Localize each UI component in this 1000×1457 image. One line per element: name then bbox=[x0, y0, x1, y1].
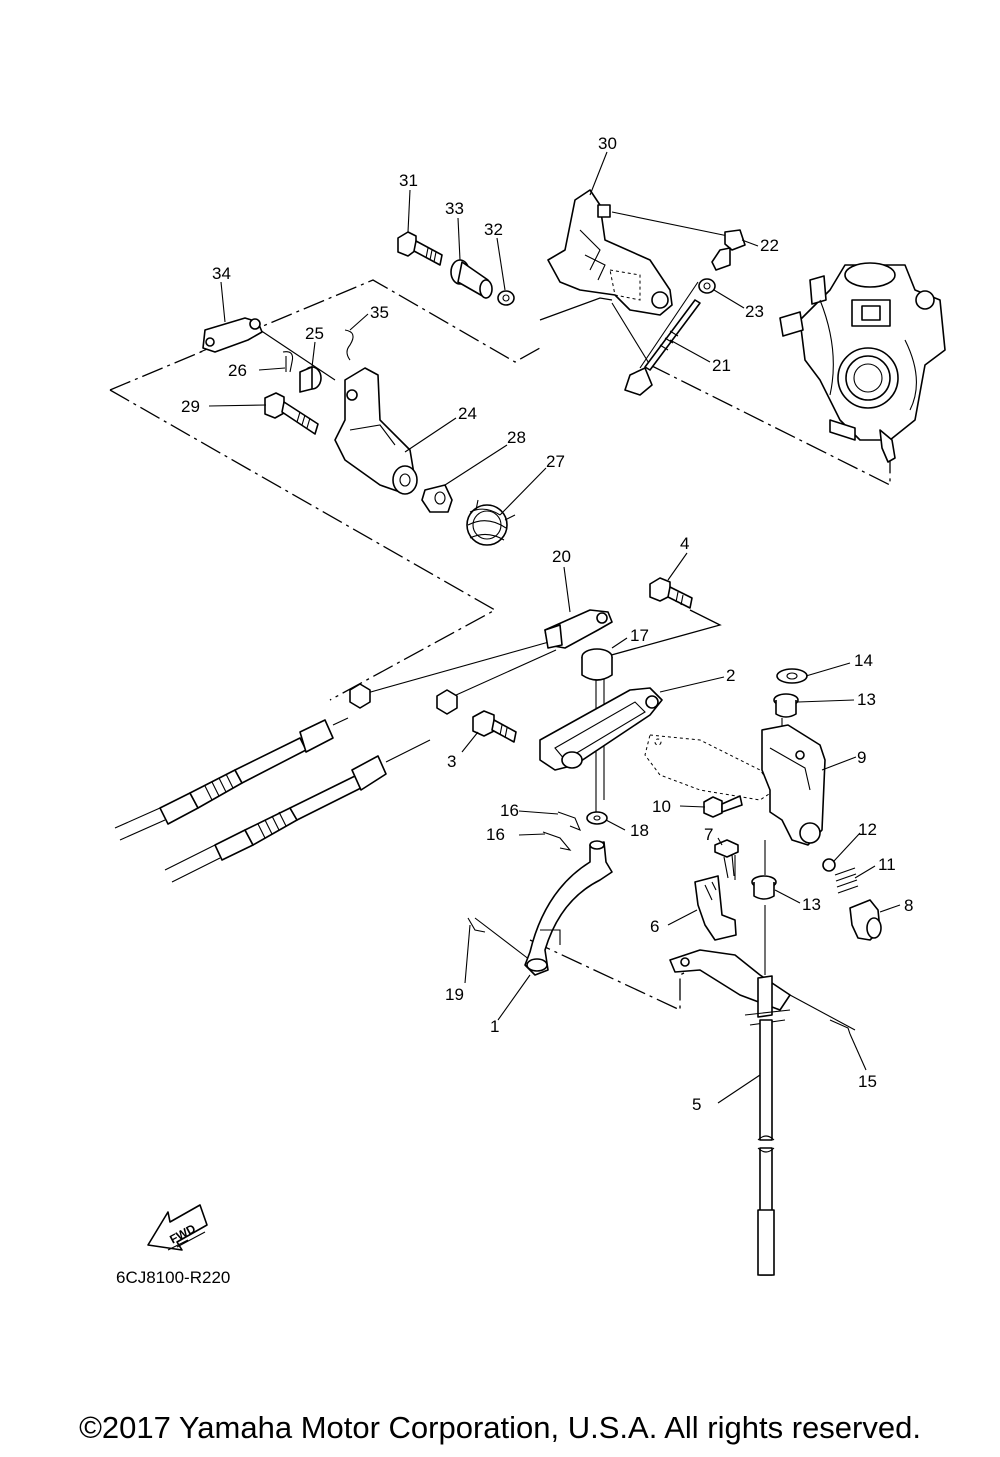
callout-14: 14 bbox=[854, 651, 873, 670]
cable-nut-upper-drawing bbox=[349, 683, 371, 709]
callout-24: 24 bbox=[458, 404, 477, 423]
joint-20-drawing bbox=[544, 609, 613, 649]
bolt-31-drawing bbox=[397, 231, 443, 266]
callout-22: 22 bbox=[760, 236, 779, 255]
collar-33-drawing bbox=[450, 259, 493, 299]
callout-7: 7 bbox=[704, 825, 713, 844]
callout-8: 8 bbox=[904, 896, 913, 915]
bolt-4-drawing bbox=[649, 577, 693, 609]
bushing-13-upper-drawing bbox=[773, 693, 799, 718]
callout-20: 20 bbox=[552, 547, 571, 566]
callout-11: 11 bbox=[878, 855, 896, 874]
callout-4: 4 bbox=[680, 534, 689, 553]
rod-21-drawing bbox=[624, 299, 701, 396]
callout-17: 17 bbox=[630, 626, 649, 645]
nut-23-drawing bbox=[698, 278, 716, 294]
clip-19-drawing bbox=[467, 917, 486, 933]
collar-28-drawing bbox=[421, 484, 453, 513]
washer-32-drawing bbox=[497, 290, 515, 306]
cable-nut-lower-drawing bbox=[436, 689, 458, 715]
pin-15-drawing bbox=[829, 1019, 851, 1035]
joint-34-drawing bbox=[202, 317, 263, 353]
arm-1-drawing bbox=[524, 840, 613, 976]
spring-27-drawing bbox=[466, 499, 516, 546]
pin-26-drawing bbox=[282, 351, 294, 373]
callout-12: 12 bbox=[858, 820, 877, 839]
part-drawings bbox=[114, 189, 946, 1276]
callout-2: 2 bbox=[726, 666, 735, 685]
callout-16-lower: 16 bbox=[486, 825, 505, 844]
washer-18-drawing bbox=[586, 811, 608, 825]
callout-23: 23 bbox=[745, 302, 764, 321]
fwd-arrow: FWD bbox=[147, 1204, 208, 1251]
callouts: 30 31 33 32 22 34 23 35 25 21 26 29 24 2… bbox=[181, 134, 913, 1114]
callout-15: 15 bbox=[858, 1072, 877, 1091]
spring-11-drawing bbox=[834, 867, 859, 894]
bracket-30-drawing bbox=[547, 189, 673, 316]
collar-25-drawing bbox=[299, 366, 322, 393]
copyright-notice: ©2017 Yamaha Motor Corporation, U.S.A. A… bbox=[79, 1410, 921, 1445]
lever-24-drawing bbox=[334, 367, 418, 495]
clip-16a-drawing bbox=[557, 811, 582, 831]
plate-drawing bbox=[644, 734, 776, 801]
callout-21: 21 bbox=[712, 356, 731, 375]
washer-14-drawing bbox=[776, 668, 808, 684]
callout-25: 25 bbox=[305, 324, 324, 343]
callout-6: 6 bbox=[650, 917, 659, 936]
callout-27: 27 bbox=[546, 452, 565, 471]
callout-13-upper: 13 bbox=[857, 690, 876, 709]
callout-33: 33 bbox=[445, 199, 464, 218]
diagram-code: 6CJ8100-R220 bbox=[116, 1268, 230, 1287]
callout-19: 19 bbox=[445, 985, 464, 1004]
clip-16b-drawing bbox=[542, 831, 572, 851]
ball-12-drawing bbox=[822, 858, 836, 872]
throttle-body-drawing bbox=[779, 262, 946, 463]
callout-32: 32 bbox=[484, 220, 503, 239]
callout-16-upper: 16 bbox=[500, 801, 519, 820]
plug-8-drawing bbox=[849, 899, 882, 941]
cables-drawing bbox=[114, 717, 431, 883]
callout-28: 28 bbox=[507, 428, 526, 447]
switch-6-drawing bbox=[694, 875, 737, 941]
clip-35-drawing bbox=[344, 329, 354, 361]
bushing-13-lower-drawing bbox=[751, 875, 777, 900]
callout-29: 29 bbox=[181, 397, 200, 416]
screw-7-drawing bbox=[714, 839, 739, 879]
shaft-5-drawing bbox=[669, 949, 791, 1276]
callout-1: 1 bbox=[490, 1017, 499, 1036]
callout-5: 5 bbox=[692, 1095, 701, 1114]
bolt-3-drawing bbox=[472, 710, 517, 743]
callout-31: 31 bbox=[399, 171, 418, 190]
joint-22-drawing bbox=[711, 229, 746, 271]
callout-18: 18 bbox=[630, 821, 649, 840]
callout-10: 10 bbox=[652, 797, 671, 816]
callout-26: 26 bbox=[228, 361, 247, 380]
lever-2-drawing bbox=[539, 687, 663, 771]
callout-9: 9 bbox=[857, 748, 866, 767]
bolt-10-drawing bbox=[703, 795, 743, 818]
callout-30: 30 bbox=[598, 134, 617, 153]
leader-lines bbox=[208, 151, 901, 1104]
bolt-29-drawing bbox=[264, 392, 319, 435]
callout-34: 34 bbox=[212, 264, 231, 283]
callout-13-lower: 13 bbox=[802, 895, 821, 914]
callout-3: 3 bbox=[447, 752, 456, 771]
bracket-9-drawing bbox=[761, 724, 826, 846]
collar-17-drawing bbox=[581, 648, 613, 681]
callout-35: 35 bbox=[370, 303, 389, 322]
